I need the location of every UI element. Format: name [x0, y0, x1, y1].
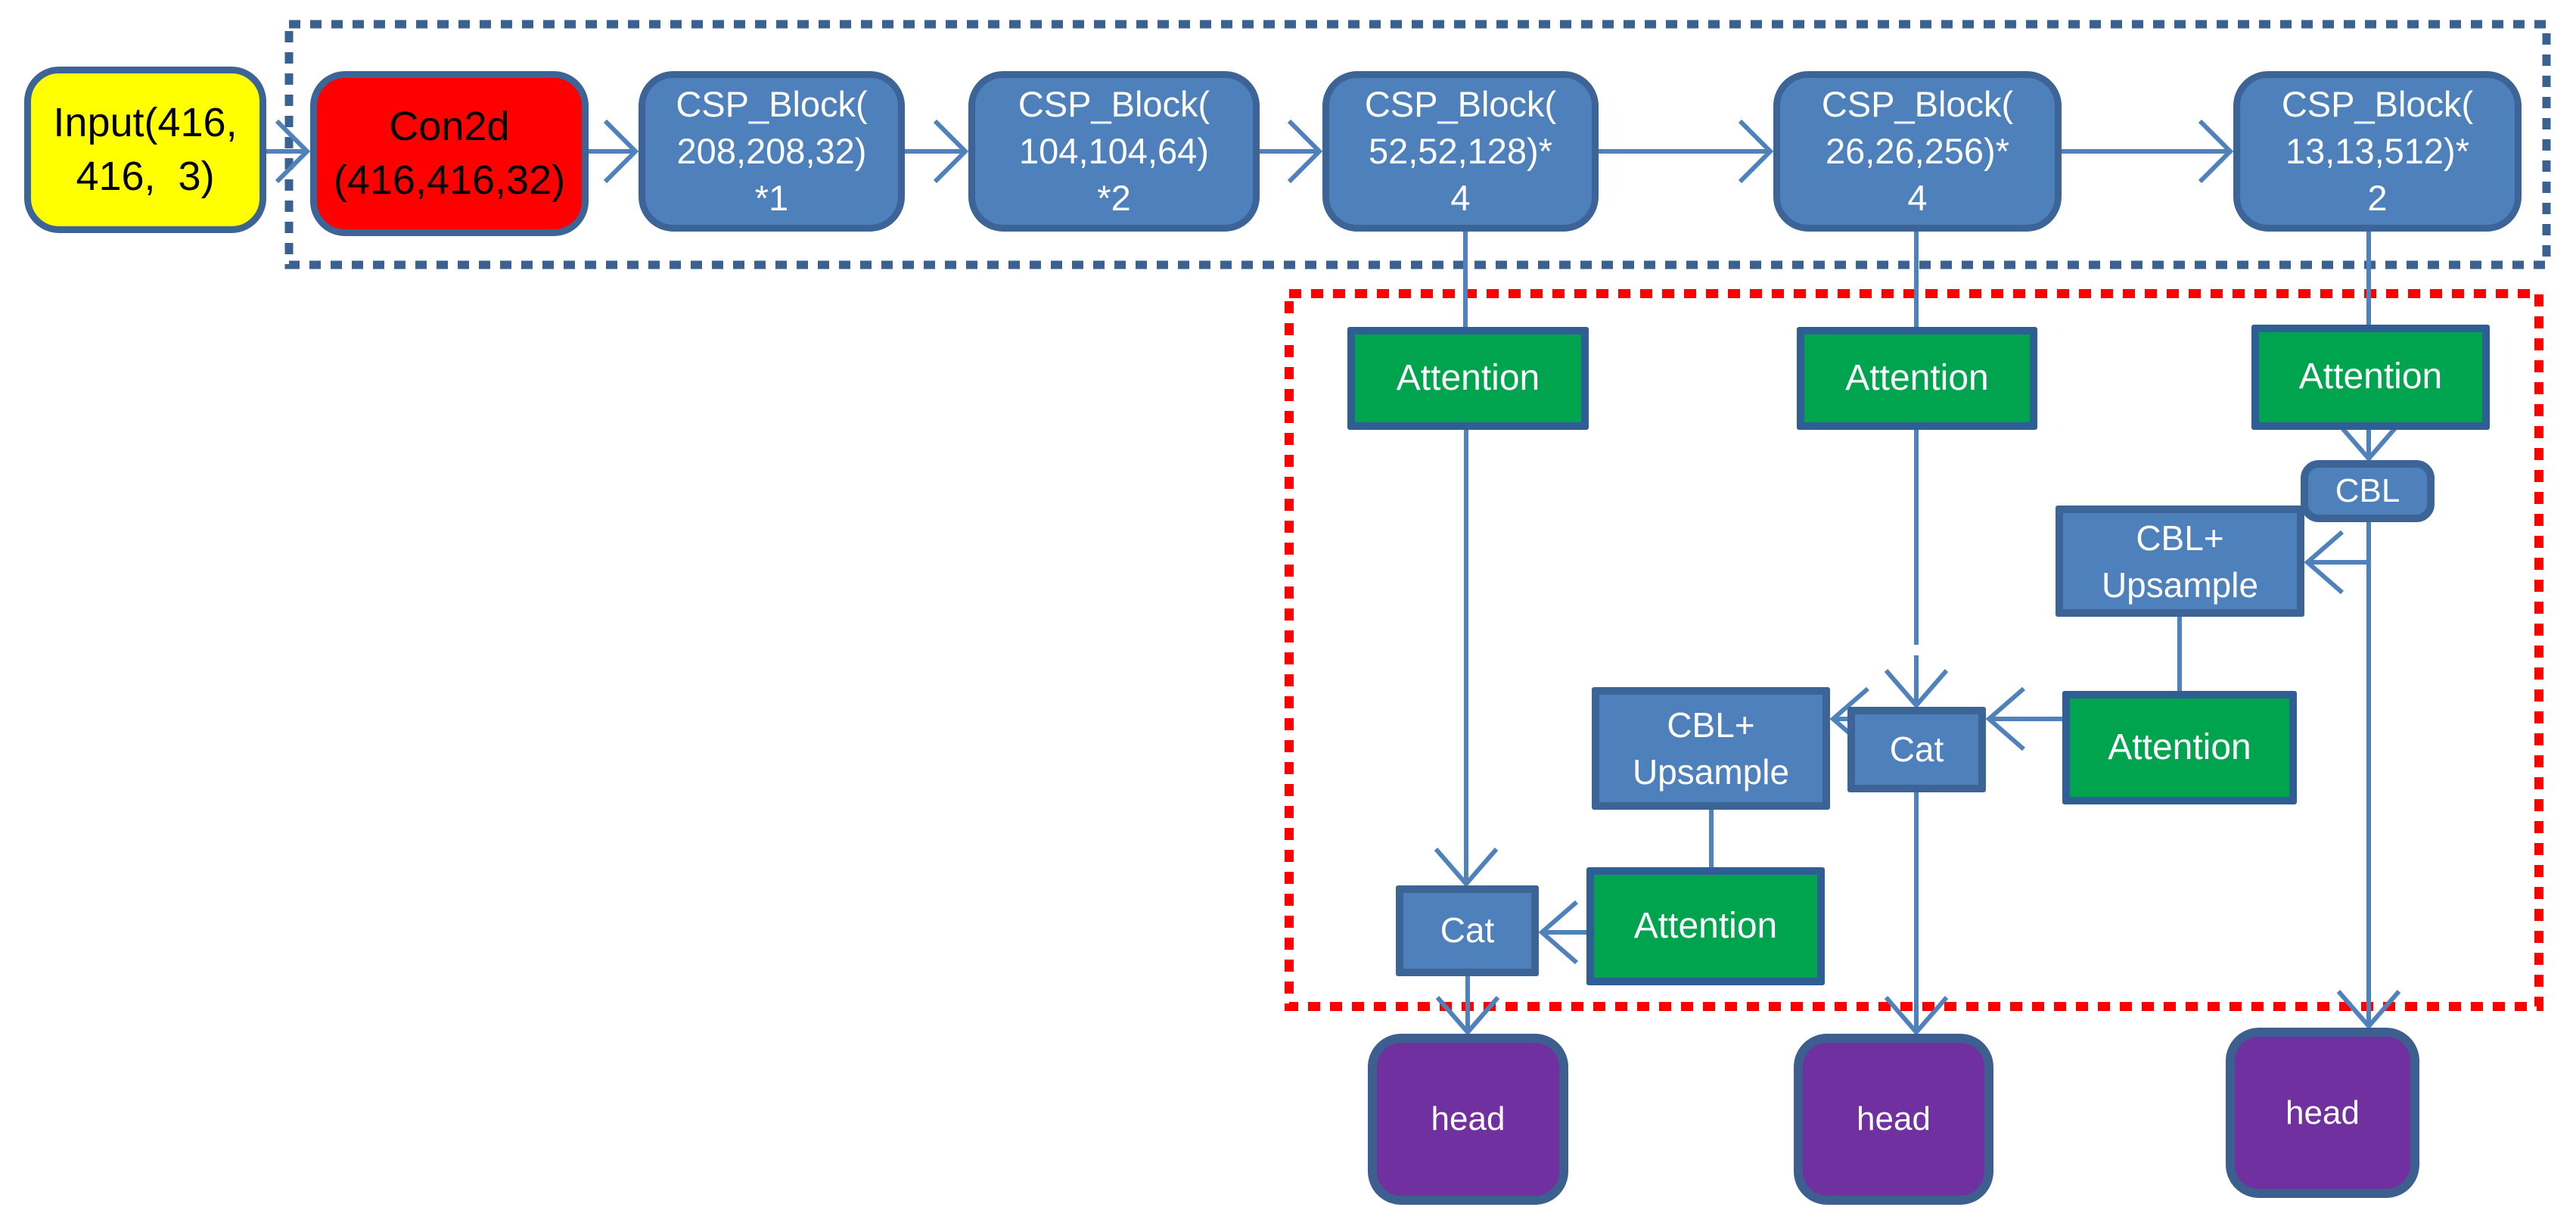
csp2-line1: CSP_Block(: [1018, 84, 1210, 124]
csp-block-4: CSP_Block( 26,26,256)* 4: [1773, 71, 2062, 232]
connector-cat-mid-head2: [1884, 792, 1949, 1036]
csp1-line2: 208,208,32): [676, 131, 867, 171]
connector-csp3-csp4: [1599, 119, 1774, 184]
attention-box-2: Attention: [1797, 327, 2037, 430]
connector-csp4-csp5: [2062, 119, 2234, 184]
csp5-line1: CSP_Block(: [2281, 84, 2474, 124]
cbl-upsample-box-2: CBL+ Upsample: [1592, 687, 1830, 810]
cblu2-line2: Upsample: [1632, 752, 1790, 792]
attention-box-4: Attention: [2062, 691, 2297, 804]
csp4-line2: 26,26,256)*: [1825, 131, 2010, 171]
input-label-line2: 416, 3): [76, 154, 215, 199]
attention-box-5: Attention: [1586, 867, 1825, 985]
connector-csp2-csp3: [1260, 119, 1323, 184]
connector-input-con2d: [266, 119, 311, 184]
con2d-label-line1: Con2d: [389, 104, 510, 149]
attention1-label: Attention: [1396, 357, 1540, 398]
head1-label: head: [1431, 1100, 1506, 1138]
cblu2-line1: CBL+: [1667, 705, 1755, 745]
cbl-label: CBL: [2335, 472, 2400, 510]
csp5-line2: 13,13,512)*: [2285, 131, 2470, 171]
attention5-label: Attention: [1633, 905, 1778, 946]
csp5-line3: 2: [2367, 178, 2388, 218]
connector-attention2-cat-mid: [1884, 430, 1949, 709]
head-box-1: head: [1368, 1034, 1568, 1205]
cbl-upsample-box-1: CBL+ Upsample: [2056, 506, 2304, 617]
csp1-line1: CSP_Block(: [676, 84, 868, 124]
backbone-outline: [284, 20, 2551, 269]
attention-box-1: Attention: [1347, 327, 1589, 430]
connector-cbl-cblupsample1: [2304, 530, 2369, 595]
connector-attention5-cat-left: [1538, 900, 1586, 965]
csp3-line2: 52,52,128)*: [1368, 131, 1553, 171]
con2d-box: Con2d (416,416,32): [310, 71, 589, 236]
csp3-line1: CSP_Block(: [1364, 84, 1557, 124]
csp-block-3: CSP_Block( 52,52,128)* 4: [1322, 71, 1599, 232]
attention3-label: Attention: [2298, 356, 2443, 397]
csp2-line3: *2: [1097, 178, 1131, 218]
csp1-line3: *1: [754, 178, 789, 218]
head3-label: head: [2285, 1094, 2360, 1131]
connector-con2d-csp1: [589, 119, 639, 184]
cat-box-mid: Cat: [1847, 707, 1986, 792]
cblu1-line1: CBL+: [2136, 518, 2224, 558]
cblu1-line2: Upsample: [2101, 565, 2259, 605]
connector-csp1-csp2: [905, 119, 969, 184]
attention4-label: Attention: [2108, 726, 2251, 767]
connector-cbl-head3: [2336, 522, 2401, 1030]
input-label-line1: Input(416,: [53, 100, 238, 145]
csp3-line3: 4: [1450, 178, 1471, 218]
csp4-line3: 4: [1907, 178, 1928, 218]
cat-box-left: Cat: [1396, 885, 1539, 976]
csp2-line2: 104,104,64): [1019, 131, 1209, 171]
connector-attention1-cat-left: [1434, 430, 1499, 888]
cat-mid-label: Cat: [1889, 729, 1944, 769]
csp4-line1: CSP_Block(: [1821, 84, 2014, 124]
con2d-label-line2: (416,416,32): [333, 157, 566, 203]
csp-block-2: CSP_Block( 104,104,64) *2: [968, 71, 1260, 232]
head-box-2: head: [1794, 1034, 1993, 1205]
head2-label: head: [1857, 1100, 1931, 1138]
connector-attention3-cbl: [2336, 422, 2401, 462]
connector-cat-left-head1: [1435, 976, 1500, 1036]
cbl-box: CBL: [2301, 460, 2435, 522]
csp-block-1: CSP_Block( 208,208,32) *1: [639, 71, 905, 232]
attention2-label: Attention: [1845, 357, 1989, 398]
attention-box-3: Attention: [2251, 325, 2490, 430]
head-box-3: head: [2226, 1028, 2419, 1198]
connector-attention4-cat-mid: [1985, 686, 2062, 751]
cat-left-label: Cat: [1440, 910, 1495, 950]
csp-block-5: CSP_Block( 13,13,512)* 2: [2233, 71, 2522, 232]
input-box: Input(416, 416, 3): [24, 67, 266, 233]
